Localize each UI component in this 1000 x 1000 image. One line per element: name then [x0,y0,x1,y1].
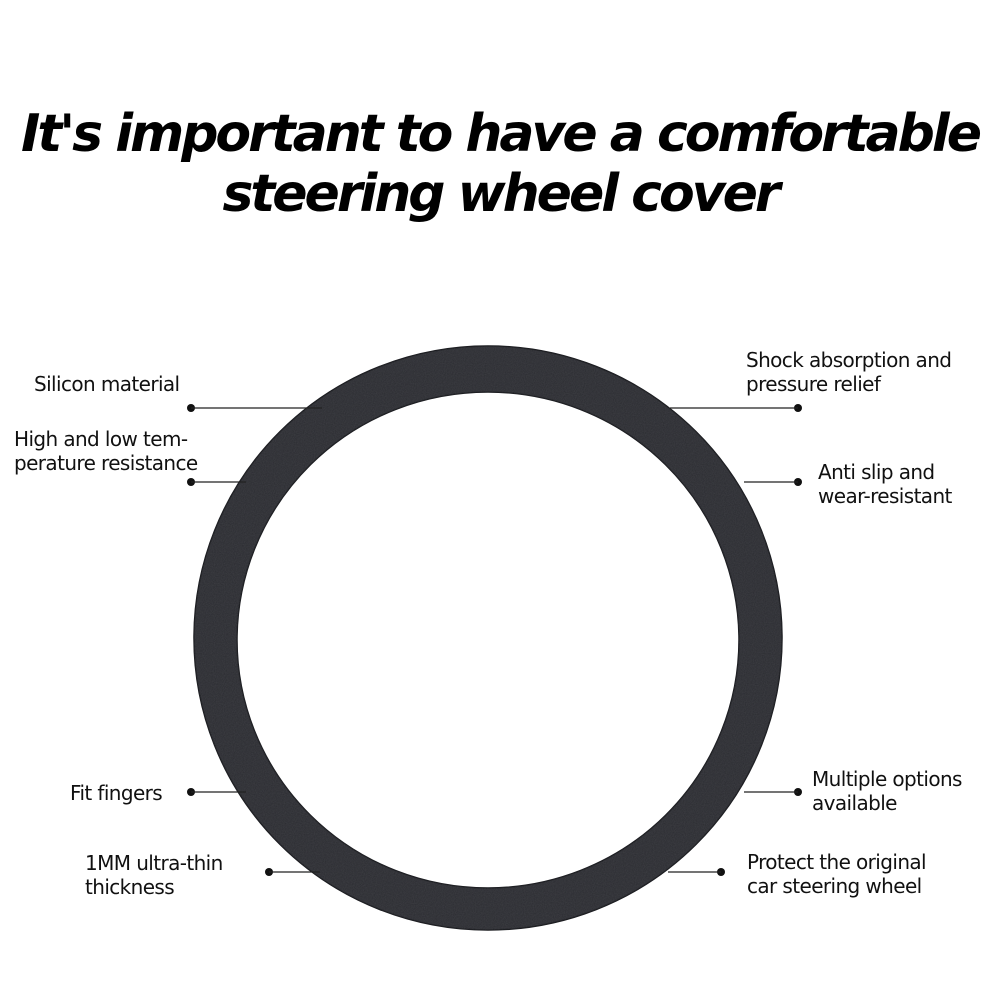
feature-label-anti-slip: Anti slip and wear-resistant [818,460,952,508]
callout-silicon-material [187,404,322,412]
callout-ultra-thin [265,868,320,876]
feature-text: Protect the original [747,850,927,874]
feature-text: Anti slip and [818,460,935,484]
feature-text: High and low tem- [14,427,188,451]
feature-label-multiple-options: Multiple options available [812,767,962,815]
feature-text: perature resistance [14,451,198,475]
feature-label-temperature-resistance: High and low tem- perature resistance [14,427,198,475]
feature-text: Shock absorption and [746,348,952,372]
feature-text: thickness [85,875,175,899]
callout-multiple-options [744,788,802,796]
feature-label-silicon-material: Silicon material [34,372,180,396]
callout-protect-wheel [668,868,725,876]
feature-text: 1MM ultra-thin [85,851,223,875]
feature-text: available [812,791,897,815]
callout-temperature-resistance [187,478,246,486]
feature-text: car steering wheel [747,874,922,898]
steering-wheel-cover-ring [193,345,783,931]
feature-label-fit-fingers: Fit fingers [70,781,163,805]
feature-text: Silicon material [34,372,180,396]
headline-line-2: steering wheel cover [222,164,780,224]
feature-label-ultra-thin: 1MM ultra-thin thickness [85,851,223,899]
feature-text: wear-resistant [818,484,952,508]
callout-shock-absorption [670,404,802,412]
feature-label-protect-wheel: Protect the original car steering wheel [747,850,927,898]
callout-anti-slip [744,478,802,486]
callout-fit-fingers [187,788,246,796]
headline-line-1: It's important to have a comfortable [21,104,982,164]
feature-text: Fit fingers [70,781,163,805]
feature-text: Multiple options [812,767,962,791]
feature-text: pressure relief [746,372,881,396]
feature-label-shock-absorption: Shock absorption and pressure relief [746,348,952,396]
